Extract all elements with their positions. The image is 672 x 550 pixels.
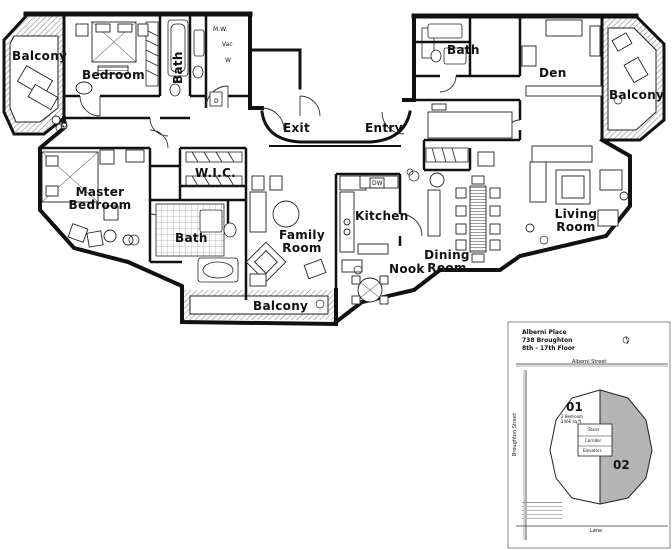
key-plan-building-name: Alberni Place [522,329,567,336]
key-plan-address: 738 Broughton [522,337,573,344]
dishwasher-label: DW [372,180,383,187]
family-room-label: Family Room [279,228,325,255]
bath-top-right-label: Bath [447,43,480,57]
corridor-label: Corridor [585,438,602,443]
master-bedroom-label: Master Bedroom [68,185,132,212]
dryer-label: D [214,98,219,105]
dining-room-label: Dining Room [424,248,470,275]
street-bottom-label: Lane [590,528,603,534]
exit-label: Exit [283,121,310,135]
microwave-label: M.W. [213,26,228,33]
furniture-master-bedroom [41,149,145,248]
bath-middle-label: Bath [175,231,208,245]
furniture-family-room [245,175,327,287]
bedroom-label: Bedroom [82,68,145,82]
bath-top-left-label: Bath [171,51,185,84]
furniture-living-room [525,145,629,233]
furniture-dining [427,151,501,263]
closets [145,21,469,187]
balcony-bottom-label: Balcony [253,299,309,313]
furniture-bedroom [16,21,149,130]
street-left-label: Broughton Street [512,413,518,456]
wic-label: W.I.C. [195,166,237,180]
living-room-label: Living Room [554,207,598,234]
unit-01-description: 2 Bedroom 1466 sq.ft. [561,414,583,424]
den-label: Den [539,66,567,80]
kitchen-counters [339,175,399,273]
bath-fixtures [155,19,467,283]
elevators-label: Elevators [583,448,602,453]
nook-label: Nook [389,262,425,276]
washer-label: W [225,57,231,64]
entry-label: Entry [365,121,403,135]
balcony-left-label: Balcony [12,49,68,63]
balcony-bottom-area [182,290,336,320]
furniture-den [427,19,649,139]
balcony-right-label: Balcony [609,88,665,102]
key-plan-fine-print [522,500,562,519]
unit-01-label: 01 [566,400,583,414]
street-top-label: Alberni Street [572,359,607,365]
plant-icons [55,95,623,309]
stairs-label: Stairs [588,427,600,432]
unit-02-label: 02 [613,458,630,472]
kitchen-label: Kitchen [355,209,409,223]
key-plan-floors: 8th - 17th Floor [522,345,575,352]
vacuum-label: Vac [222,41,233,48]
furniture-nook [351,275,389,305]
